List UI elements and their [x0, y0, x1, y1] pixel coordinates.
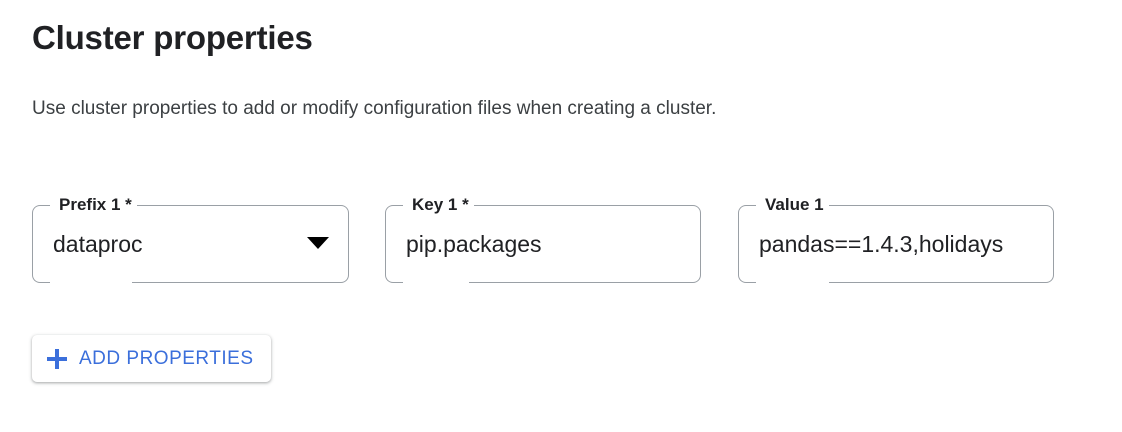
chevron-down-icon[interactable] [307, 237, 329, 249]
page-subtitle: Use cluster properties to add or modify … [32, 98, 717, 119]
prefix-select-value[interactable]: dataproc [53, 231, 143, 257]
key-label-text: Key 1 [412, 195, 458, 214]
key-input[interactable]: pip.packages [406, 231, 542, 257]
key-field-label: Key 1 * [407, 195, 474, 215]
prefix-field[interactable]: Prefix 1 * dataproc [32, 195, 349, 283]
value-field-label: Value 1 [760, 195, 829, 215]
key-field[interactable]: Key 1 * pip.packages [385, 195, 701, 283]
prefix-required-marker: * [120, 195, 132, 214]
properties-row: Prefix 1 * dataproc Key 1 * pip.packages [0, 195, 1122, 285]
add-properties-button[interactable]: ADD PROPERTIES [32, 335, 271, 382]
value-label-text: Value 1 [765, 195, 824, 214]
key-required-marker: * [457, 195, 469, 214]
page-title: Cluster properties [32, 19, 313, 56]
prefix-label-text: Prefix 1 [59, 195, 121, 214]
value-field[interactable]: Value 1 pandas==1.4.3,holidays [738, 195, 1054, 283]
prefix-field-label: Prefix 1 * [54, 195, 137, 215]
plus-icon [47, 348, 67, 369]
add-properties-button-label: ADD PROPERTIES [79, 347, 254, 369]
value-input[interactable]: pandas==1.4.3,holidays [759, 231, 1004, 257]
